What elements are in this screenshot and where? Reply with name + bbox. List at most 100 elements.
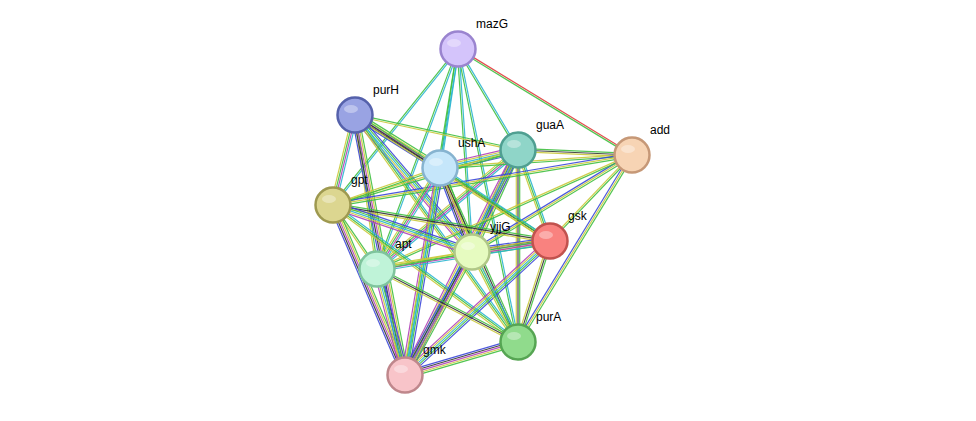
node-circle: [501, 325, 536, 360]
node-circle: [533, 224, 568, 259]
evidence-line: [412, 267, 462, 359]
evidence-line: [348, 214, 505, 330]
protein-node: gpt: [314, 186, 352, 224]
node-label: mazG: [476, 17, 508, 31]
node-shape: [336, 96, 374, 134]
evidence-line: [394, 256, 455, 267]
node-shape: [499, 323, 537, 361]
protein-node: gsk: [531, 222, 569, 260]
node-circle: [455, 235, 490, 270]
evidence-line: [341, 220, 399, 358]
node-highlight: [507, 332, 521, 340]
evidence-line: [421, 344, 500, 367]
evidence-line: [393, 277, 503, 334]
node-shape: [421, 149, 459, 187]
protein-node: purA: [499, 323, 537, 361]
interaction-edge: [446, 183, 513, 326]
node-label: purH: [373, 83, 399, 97]
node-highlight: [322, 195, 336, 203]
node-circle: [388, 358, 423, 393]
node-shape: [358, 250, 396, 288]
node-highlight: [429, 158, 443, 166]
evidence-line: [350, 208, 532, 238]
evidence-line: [410, 266, 460, 358]
interaction-edge: [337, 220, 402, 360]
node-shape: [386, 356, 424, 394]
node-shape: [499, 131, 537, 169]
node-label: apt: [395, 237, 412, 251]
protein-node: apt: [358, 250, 396, 288]
node-highlight: [507, 140, 521, 148]
node-highlight: [461, 242, 475, 250]
evidence-line: [478, 268, 508, 327]
evidence-line: [335, 131, 349, 187]
protein-node: purH: [336, 96, 374, 134]
node-highlight: [621, 145, 635, 153]
node-label: add: [650, 123, 670, 137]
evidence-line: [351, 206, 533, 236]
interaction-edge: [473, 57, 618, 146]
node-shape: [314, 186, 352, 224]
evidence-line: [535, 152, 614, 155]
node-circle: [501, 133, 536, 168]
evidence-line: [338, 132, 352, 188]
evidence-line: [378, 287, 397, 359]
evidence-line: [338, 222, 396, 360]
node-label: gsk: [568, 209, 587, 223]
node-highlight: [539, 231, 553, 239]
protein-node: yjjG: [453, 233, 491, 271]
evidence-line: [393, 276, 503, 333]
protein-node: guaA: [499, 131, 537, 169]
protein-node: gmk: [386, 356, 424, 394]
evidence-line: [394, 254, 455, 265]
node-label: guaA: [536, 118, 564, 132]
interaction-edge: [378, 285, 404, 359]
node-circle: [316, 188, 351, 223]
protein-node: ushA: [421, 149, 459, 187]
evidence-line: [473, 59, 617, 147]
node-circle: [423, 151, 458, 186]
node-shape: [613, 136, 651, 174]
evidence-line: [383, 285, 402, 357]
interaction-edge: [421, 344, 502, 374]
evidence-line: [413, 267, 463, 359]
evidence-line: [346, 217, 503, 333]
protein-node: mazG: [439, 30, 477, 68]
evidence-line: [380, 286, 399, 358]
evidence-line: [381, 286, 400, 358]
node-circle: [360, 252, 395, 287]
evidence-line: [343, 220, 401, 358]
node-highlight: [366, 259, 380, 267]
evidence-line: [416, 269, 466, 361]
evidence-line: [336, 132, 350, 188]
node-highlight: [394, 365, 408, 373]
interaction-edge: [392, 276, 503, 336]
evidence-line: [481, 267, 511, 326]
evidence-line: [415, 268, 465, 360]
edge-group: [335, 57, 625, 373]
evidence-line: [349, 173, 423, 199]
interaction-edge: [526, 169, 625, 328]
evidence-line: [529, 171, 625, 328]
evidence-line: [340, 221, 398, 359]
evidence-line: [449, 183, 513, 325]
protein-node: add: [613, 136, 651, 174]
interaction-edge: [335, 131, 354, 188]
node-highlight: [447, 39, 461, 47]
node-circle: [338, 98, 373, 133]
node-shape: [439, 30, 477, 68]
node-label: gpt: [351, 173, 368, 187]
evidence-line: [456, 151, 500, 161]
node-circle: [615, 138, 650, 173]
interaction-edge: [349, 173, 423, 200]
evidence-line: [561, 167, 619, 228]
node-circle: [441, 32, 476, 67]
evidence-line: [473, 57, 617, 145]
evidence-line: [527, 170, 623, 327]
evidence-line: [347, 215, 504, 331]
evidence-line: [480, 268, 510, 327]
interaction-edge: [478, 267, 511, 327]
node-label: purA: [536, 310, 561, 324]
